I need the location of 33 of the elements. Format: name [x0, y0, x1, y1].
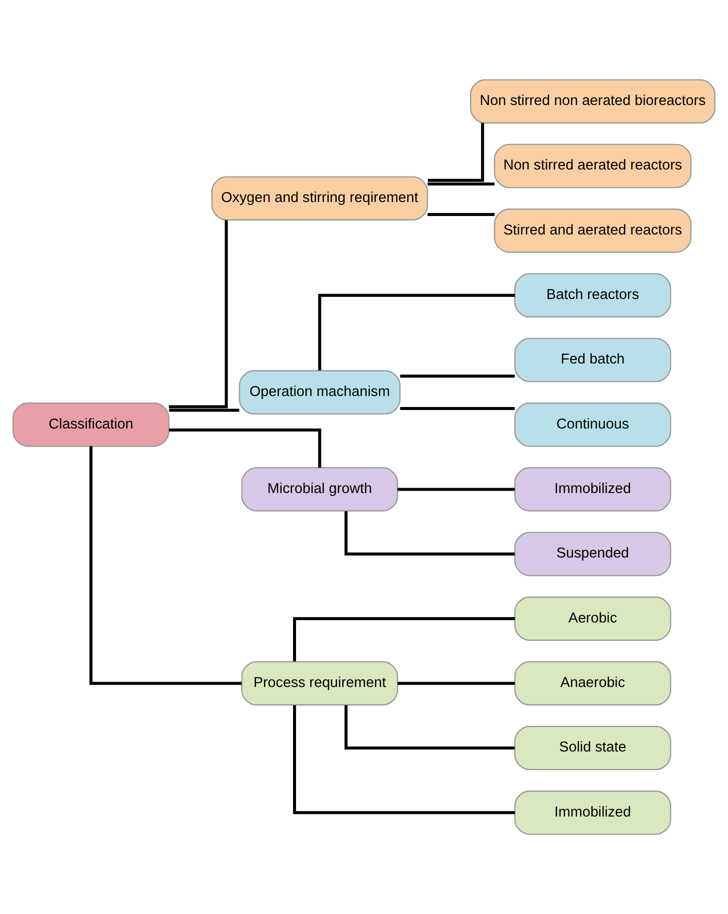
- node-box: Oxygen and stirring reqirement: [211, 176, 428, 220]
- connector: [398, 682, 515, 685]
- connector: [428, 182, 494, 186]
- node-box: Immobilized: [514, 790, 672, 835]
- node-box: Continuous: [514, 402, 672, 447]
- node-box: Anaerobic: [514, 661, 672, 706]
- connector: [398, 488, 515, 491]
- connector: [344, 705, 515, 750]
- connector: [344, 511, 515, 556]
- connector: [400, 407, 515, 410]
- connector: [428, 122, 484, 182]
- connector: [428, 213, 494, 216]
- connector: [293, 617, 515, 662]
- node-box: Aerobic: [514, 596, 672, 641]
- node-box: Batch reactors: [514, 273, 672, 318]
- node-box: Microbial growth: [241, 467, 398, 512]
- node-box: Solid state: [514, 726, 672, 770]
- node-box: Process requirement: [241, 661, 398, 706]
- connector: [400, 374, 515, 378]
- connector: [89, 446, 242, 685]
- node-box: Classification: [12, 402, 170, 447]
- node-box: Suspended: [514, 532, 672, 576]
- node-box: Non stirred non aerated bioreactors: [470, 79, 716, 124]
- node-box: Operation machanism: [238, 370, 401, 414]
- node-box: Non stirred aerated reactors: [494, 144, 692, 188]
- node-box: Stirred and aerated reactors: [494, 208, 692, 253]
- connector: [318, 294, 515, 370]
- node-box: Fed batch: [514, 338, 672, 382]
- connector: [293, 705, 515, 814]
- connector: [169, 428, 322, 468]
- connector: [168, 220, 228, 408]
- connector: [169, 408, 240, 412]
- node-box: Immobilized: [514, 467, 672, 512]
